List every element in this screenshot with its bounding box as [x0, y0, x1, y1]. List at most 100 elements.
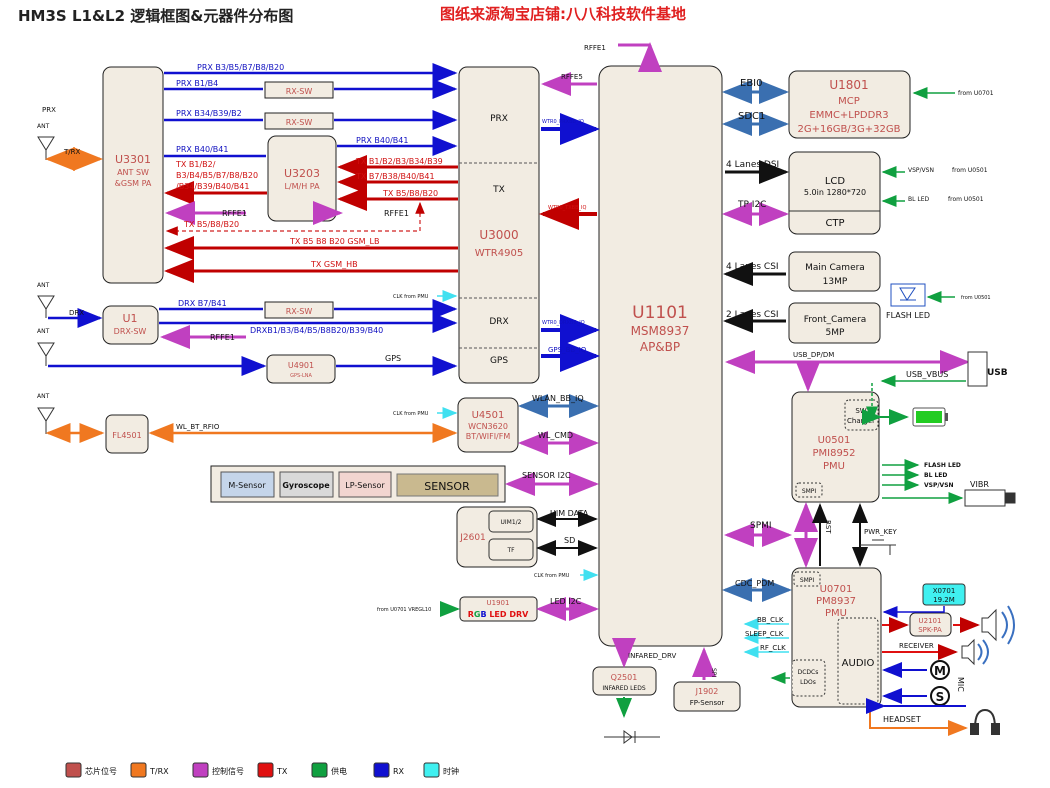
- svg-text:S: S: [936, 690, 945, 704]
- legend-label: RX: [393, 767, 405, 776]
- audio-box: [837, 617, 879, 705]
- lbl-drx-b7: DRX B7/B41: [178, 299, 227, 308]
- vibrator-icon: [964, 489, 1016, 507]
- lbl-bb-clk: BB_CLK: [757, 616, 784, 624]
- antenna-label: ANT: [37, 282, 50, 289]
- tf-box: [488, 538, 534, 561]
- legend-label: 控制信号: [212, 766, 244, 776]
- headset-line: [869, 708, 968, 736]
- lbl-clk-pmu3: CLK from PMU: [534, 573, 570, 579]
- legend-swatch: [192, 762, 209, 778]
- j1902-desc: FP-Sensor: [690, 699, 725, 707]
- lbl-drx-all: DRXB1/B3/B4/B5/B8B20/B39/B40: [250, 326, 383, 335]
- lbl-csi2: 2 Lanes CSI: [726, 310, 779, 320]
- lbl-gps: GPS: [385, 354, 401, 363]
- lbl-tx-b5: TX B5/B8/B20: [183, 220, 239, 229]
- u3000-ref: U3000: [479, 228, 518, 242]
- main-camera-l1: Main Camera: [805, 263, 865, 273]
- antenna-icon: ANT ANT ANT ANT: [37, 123, 55, 434]
- lcd-title: LCD: [825, 176, 846, 187]
- u3301-ref: U3301: [115, 153, 151, 166]
- lbl-tx-b1-2: B3/B4/B5/B7/B8/B20: [176, 171, 258, 180]
- lbl-uim-data: UIM DATA: [550, 509, 589, 518]
- lbl-tx-b1-3: /B34/B39/B40/B41: [176, 182, 249, 191]
- lbl-wtr-tx: WTR0_TXBB_IQ: [548, 205, 586, 211]
- lbl-vregl10: from U0701 VREGL10: [377, 607, 431, 613]
- gyroscope-label: Gyroscope: [282, 481, 330, 490]
- lbl-spmi: SPMI: [750, 521, 772, 531]
- rx-sw-label: RX-SW: [286, 118, 313, 127]
- lbl-tx-r1: TX B1/B2/B3/B34/B39: [355, 157, 443, 166]
- lbl-spi: SPI: [710, 668, 717, 677]
- legend-label: TX: [276, 767, 288, 776]
- lbl-usb-vbus: USB_VBUS: [906, 370, 948, 379]
- lp-sensor-box: [338, 471, 392, 498]
- legend-label: 供电: [331, 766, 347, 776]
- pwr-key-icon: [860, 539, 896, 555]
- legend-swatch: [130, 762, 147, 778]
- lbl-vibr: VIBR: [970, 480, 989, 489]
- sensor-label: SENSOR: [424, 480, 470, 493]
- lcd-spec: 5.0in 1280*720: [804, 188, 866, 197]
- legend-swatch: [257, 762, 274, 778]
- legend-label: 芯片位号: [85, 766, 117, 776]
- prx-antenna-label: PRX: [42, 106, 56, 114]
- main-camera-l2: 13MP: [823, 277, 848, 287]
- u0701-smpi-box: [793, 571, 821, 587]
- infared-led-icon: [604, 730, 660, 744]
- lbl-from-u0501c: from U0501: [961, 295, 991, 301]
- speaker-icon: [981, 605, 1015, 645]
- xtal-line: [882, 606, 945, 618]
- antenna-label: ANT: [37, 328, 50, 335]
- u0701-ref: U0701: [820, 584, 853, 595]
- u3000-prx: PRX: [490, 114, 508, 124]
- lbl-sleep-clk: SLEEP_CLK: [745, 630, 784, 638]
- lbl-cdc-pdm: CDC_PDM: [735, 579, 774, 588]
- audio-label: AUDIO: [842, 658, 875, 669]
- u3000-gps: GPS: [490, 356, 508, 366]
- lbl-tx-gsm-hb: TX GSM_HB: [310, 260, 358, 269]
- lbl-flash-led: FLASH LED: [886, 311, 930, 320]
- j1902-block: [673, 681, 741, 712]
- lbl-rst: RST: [824, 520, 832, 534]
- u4901-desc: GPS-LNA: [290, 373, 312, 379]
- u1-desc: DRX-SW: [114, 327, 147, 336]
- u1801-l1: MCP: [838, 96, 860, 107]
- lbl-pwr-key: PWR_KEY: [864, 528, 898, 536]
- legend-swatch: [65, 762, 82, 778]
- u1901-desc: RGB LED DRV: [468, 610, 529, 619]
- dcdc-label: DCDCs: [798, 669, 819, 676]
- u1101-ref: U1101: [632, 303, 688, 323]
- lbl-rffe5: RFFE5: [561, 73, 583, 81]
- u3301-line2: &GSM PA: [115, 179, 152, 188]
- u1-ref: U1: [122, 312, 137, 325]
- u4501-ref: U4501: [472, 410, 505, 421]
- flash-led-glyph: [899, 287, 916, 301]
- lbl-rffe1a: RFFE1: [222, 209, 247, 218]
- u4501-part: WCN3620: [468, 422, 508, 431]
- u1801-l2: EMMC+LPDDR3: [809, 110, 888, 121]
- u2101-block: [909, 612, 952, 637]
- j1902-ref: J1902: [695, 687, 719, 696]
- rx-sw-box: [264, 81, 334, 99]
- u0501-smpi: SMPI: [802, 488, 817, 495]
- u0501-part: PMI8952: [812, 448, 855, 459]
- lbl-prx-b34: PRX B34/B39/B2: [176, 109, 242, 118]
- legend-label: T/RX: [149, 767, 169, 776]
- main-camera-block: [788, 251, 881, 292]
- tf-label: TF: [506, 547, 515, 554]
- charger-box: [844, 399, 879, 431]
- u4501-desc: BT/WIFI/FM: [466, 432, 511, 441]
- lbl-rffe1-top: RFFE1: [584, 44, 606, 52]
- svg-text:M: M: [934, 664, 946, 678]
- x0701-block: [922, 583, 966, 606]
- lbl-wl-bt: WL_BT_RFIO: [176, 423, 220, 431]
- front-camera-l1: Front_Camera: [804, 315, 867, 325]
- u1-block: [102, 305, 159, 345]
- charger-label: Charger: [847, 417, 875, 425]
- x0701-ref: X0701: [933, 587, 956, 595]
- u3203-desc: L/M/H PA: [284, 182, 320, 191]
- m-sensor-box: [220, 471, 275, 498]
- lbl-prx-b3: PRX B3/B5/B7/B8/B20: [197, 63, 284, 72]
- u3203-ref: U3203: [284, 167, 320, 180]
